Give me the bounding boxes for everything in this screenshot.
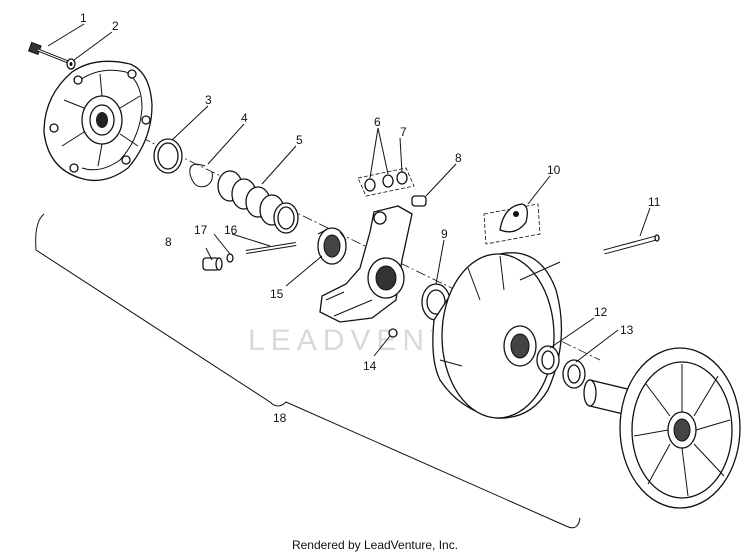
part-8-cap-right xyxy=(411,195,427,207)
leader-lines xyxy=(47,23,651,363)
callout-14: 14 xyxy=(363,359,377,373)
part-11-shaft-pin xyxy=(603,234,660,255)
part-14-nut xyxy=(388,328,398,338)
callouts: 1 2 3 4 5 6 7 8 9 10 11 12 13 14 15 16 1… xyxy=(80,11,661,425)
part-3-ring xyxy=(153,138,183,174)
fixed-sheave xyxy=(583,347,741,509)
callout-10: 10 xyxy=(547,163,561,177)
part-16-pin xyxy=(245,242,297,254)
part-10-clip xyxy=(483,203,541,245)
callout-15: 15 xyxy=(270,287,284,301)
callout-9: 9 xyxy=(441,227,448,241)
callout-18: 18 xyxy=(273,411,287,425)
callout-11: 11 xyxy=(648,195,661,209)
callout-6: 6 xyxy=(374,115,381,129)
part-6-7-rollers xyxy=(357,167,415,197)
assembly-bracket-18 xyxy=(35,213,581,529)
callout-2: 2 xyxy=(112,19,119,33)
part-5-spring xyxy=(217,170,299,234)
part-4-snap-ring xyxy=(189,163,213,188)
part-15-spring-cup xyxy=(317,227,347,265)
callout-4: 4 xyxy=(241,111,248,125)
callout-1: 1 xyxy=(80,11,87,25)
callout-13: 13 xyxy=(620,323,634,337)
part-2-washer xyxy=(66,58,76,70)
callout-7: 7 xyxy=(400,125,407,139)
footer-credit: Rendered by LeadVenture, Inc. xyxy=(291,538,459,552)
part-17-washer xyxy=(226,253,234,263)
movable-sheave xyxy=(432,252,563,419)
callout-12: 12 xyxy=(594,305,608,319)
callout-5: 5 xyxy=(296,133,303,147)
part-12-bushing xyxy=(536,345,560,375)
callout-17: 17 xyxy=(194,223,208,237)
callout-8-left: 8 xyxy=(165,235,172,249)
callout-16: 16 xyxy=(224,223,238,237)
callout-8-right: 8 xyxy=(455,151,462,165)
part-13-bushing xyxy=(562,359,586,389)
callout-3: 3 xyxy=(205,93,212,107)
part-8-cap-left xyxy=(202,257,223,271)
spider-arm xyxy=(319,205,413,323)
cover-plate xyxy=(43,60,153,182)
part-1-bolt xyxy=(27,41,69,64)
